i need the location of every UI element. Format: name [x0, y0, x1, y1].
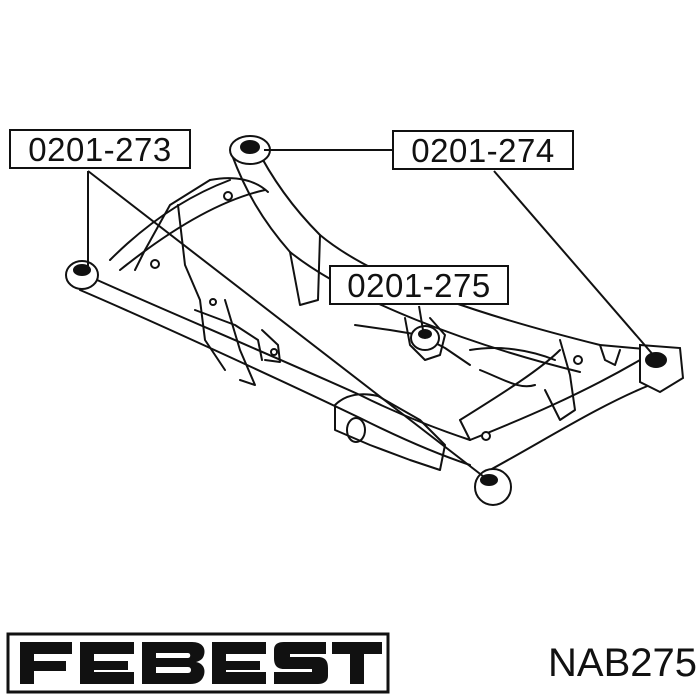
- callout-0201-275: 0201-275: [329, 265, 509, 305]
- callout-0201-274: 0201-274: [392, 130, 574, 170]
- callout-0201-273: 0201-273: [9, 129, 191, 169]
- part-number: NAB275: [548, 641, 697, 685]
- febest-logo: [6, 632, 390, 694]
